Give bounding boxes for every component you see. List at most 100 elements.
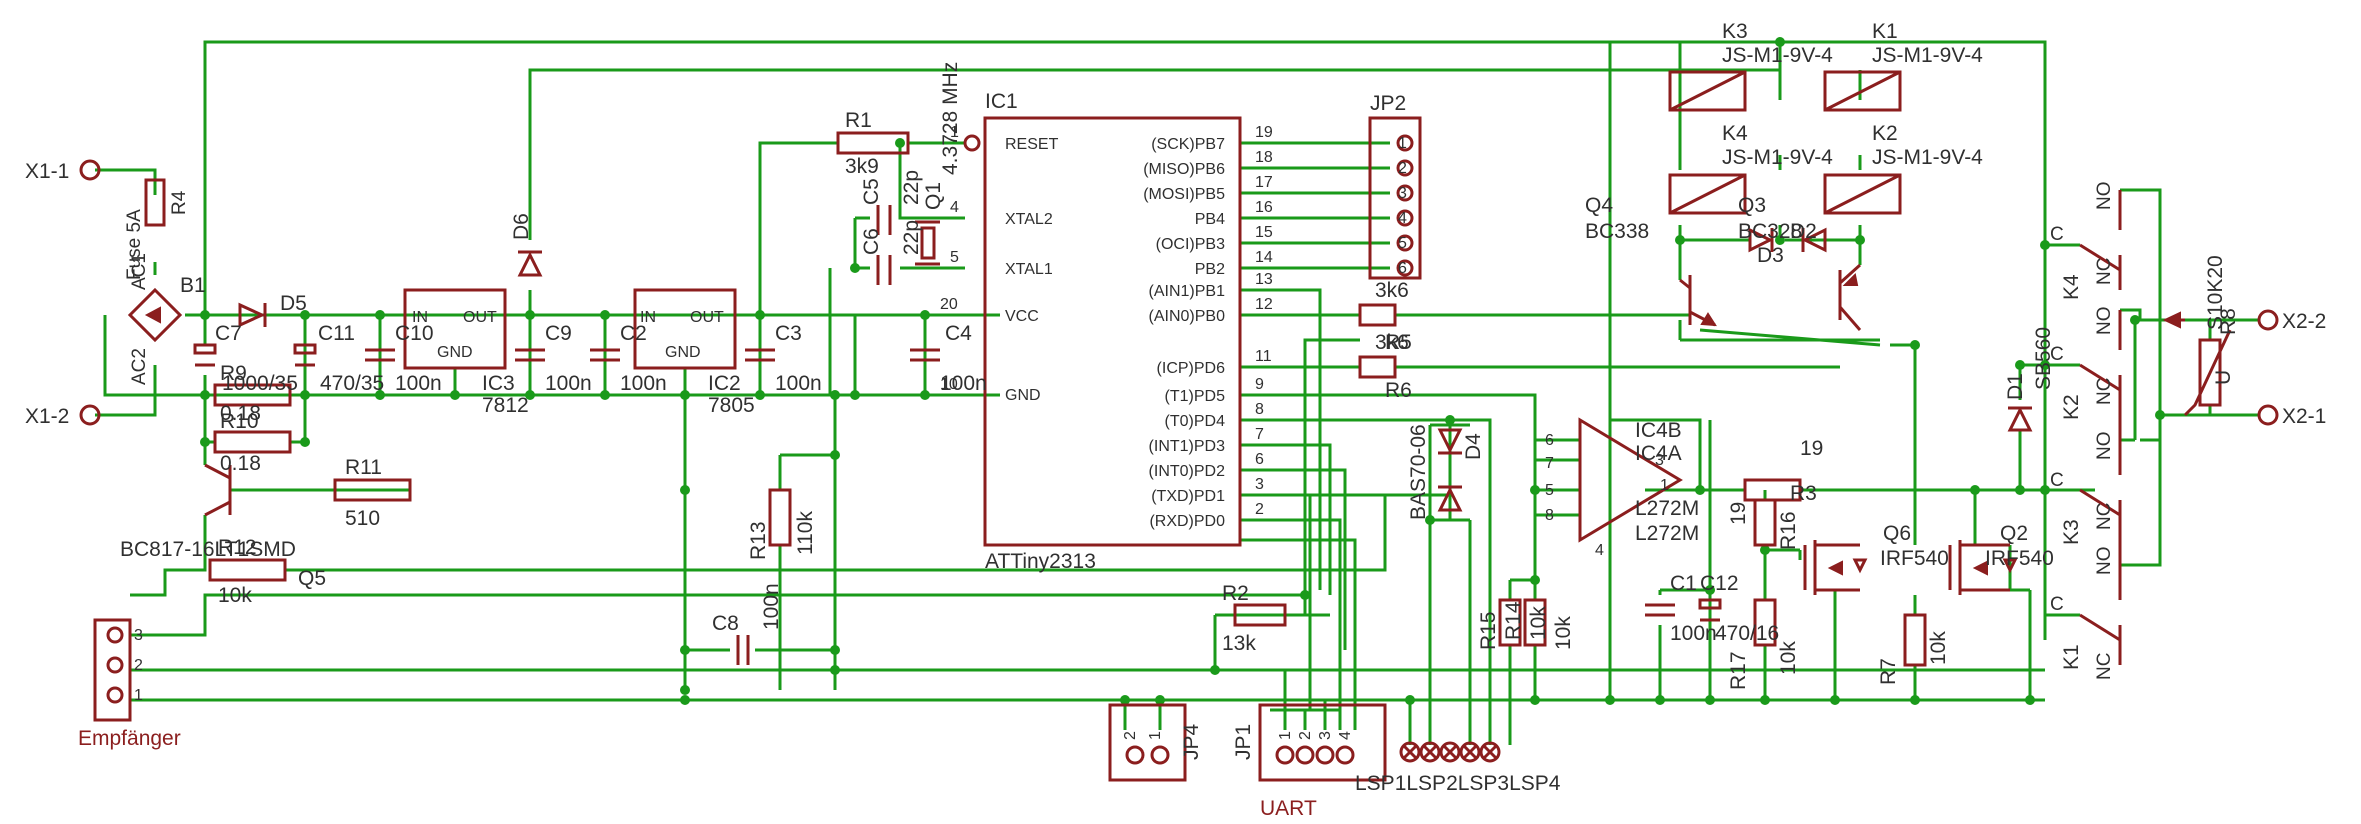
c11-label: C11 bbox=[318, 322, 355, 345]
ic4v2-label: L272M bbox=[1635, 522, 1699, 545]
r6v-label: 3k6 bbox=[1375, 331, 1409, 354]
nc-k4: NC bbox=[2094, 258, 2115, 285]
opamp-pin-3: 3 bbox=[1655, 452, 1664, 469]
d5a-label: D5 bbox=[280, 292, 307, 315]
c1-label: C1 bbox=[1670, 572, 1697, 595]
d4v-label: BAS70-06 bbox=[1407, 424, 1430, 520]
r8v-label: S10K20 bbox=[2204, 255, 2227, 330]
c3-label: C3 bbox=[775, 322, 802, 345]
emp-label: Empfänger bbox=[78, 727, 181, 750]
ic3-regulator bbox=[403, 288, 507, 370]
ic1-pin-name-10: (T0)PD4 bbox=[1165, 413, 1226, 430]
ic1-pin-num-1: 18 bbox=[1255, 149, 1273, 166]
d2-label: D2 bbox=[1790, 220, 1817, 243]
r5-resistor bbox=[1358, 303, 1397, 327]
r15-resistor bbox=[1498, 598, 1522, 647]
ic1-pin-num-2: 17 bbox=[1255, 174, 1273, 191]
emp-connector bbox=[93, 618, 132, 722]
q2-mosfet bbox=[1948, 540, 2018, 595]
ic1-pin-num-9: 9 bbox=[1255, 376, 1264, 393]
opamp-pin-5: 5 bbox=[1545, 482, 1554, 499]
ic4v1-label: L272M bbox=[1635, 497, 1699, 520]
c11-capacitor bbox=[293, 343, 317, 355]
d4-diode bbox=[1437, 428, 1463, 454]
ic1-pin-name-8: (ICP)PD6 bbox=[1157, 360, 1226, 377]
ic1-pin-num-13: 3 bbox=[1255, 476, 1264, 493]
r17v-label: 10k bbox=[1777, 641, 1800, 675]
c8v-label: 100n bbox=[760, 583, 783, 630]
r17-label: R17 bbox=[1727, 651, 1750, 690]
r7-label: R7 bbox=[1877, 658, 1900, 685]
d6-diode bbox=[517, 251, 543, 277]
d1-label: D1 bbox=[2004, 373, 2027, 400]
ic3-label: IC3 bbox=[482, 372, 515, 395]
c7v-label: 1000/35 bbox=[222, 372, 298, 395]
ac1-label: AC1 bbox=[129, 253, 150, 290]
ic1-pin-num-14: 2 bbox=[1255, 501, 1264, 518]
r5-label: R5 bbox=[1385, 331, 1412, 354]
c9v-label: 100n bbox=[545, 372, 592, 395]
c11v-label: 470/35 bbox=[320, 372, 384, 395]
jp1-pin-3: 3 bbox=[1317, 731, 1334, 740]
q4-label: Q4 bbox=[1585, 194, 1613, 217]
ic2-gnd: GND bbox=[665, 344, 701, 361]
jp4-pin-2: 2 bbox=[1122, 731, 1139, 740]
ic2-regulator bbox=[633, 288, 737, 370]
nc-k3: NC bbox=[2094, 503, 2115, 530]
ic1-pin-name-9: (T1)PD5 bbox=[1165, 388, 1226, 405]
r15v-label: 10k bbox=[1527, 606, 1550, 640]
k1-label: K1 bbox=[1872, 20, 1898, 43]
r3v-label: 19 bbox=[1800, 437, 1823, 460]
ic1-pin-num-0: 19 bbox=[1255, 124, 1273, 141]
q4v-label: BC338 bbox=[1585, 220, 1649, 243]
r12v-label: 10k bbox=[218, 584, 252, 607]
ic1-attiny2313 bbox=[983, 116, 1242, 547]
q3-transistor bbox=[1838, 263, 1862, 331]
c7-label: C7 bbox=[215, 322, 242, 345]
ic1-pin-1: 1 bbox=[950, 124, 959, 141]
jp2-pin-2: 2 bbox=[1398, 160, 1407, 177]
r6-label: R6 bbox=[1385, 379, 1412, 402]
ic1-pin-name-0: (SCK)PB7 bbox=[1151, 136, 1225, 153]
ic1-pin-num-3: 16 bbox=[1255, 199, 1273, 216]
ic1-pin-20: 20 bbox=[940, 296, 958, 313]
q3-label: Q3 bbox=[1738, 194, 1766, 217]
r14-label: R14 bbox=[1502, 601, 1525, 640]
d4-label: D4 bbox=[1462, 433, 1485, 460]
x1-2-terminal bbox=[79, 404, 101, 426]
r2v-label: 13k bbox=[1222, 632, 1256, 655]
jp4-label: JP4 bbox=[1180, 723, 1203, 760]
c9-label: C9 bbox=[545, 322, 572, 345]
opamp-pin-6: 6 bbox=[1545, 432, 1554, 449]
ic1-pin-num-7: 12 bbox=[1255, 296, 1273, 313]
r2-label: R2 bbox=[1222, 582, 1249, 605]
no-k2b: NO bbox=[2094, 432, 2115, 461]
q5-label: Q5 bbox=[298, 567, 326, 590]
c4-label: C4 bbox=[945, 322, 972, 345]
ic1-pin-name-3: PB4 bbox=[1195, 211, 1225, 228]
uart-label: UART bbox=[1260, 797, 1317, 820]
c-k3: C bbox=[2050, 470, 2064, 491]
c5v-label: 22p bbox=[900, 170, 923, 205]
q1v-label: 4.3728 MHz bbox=[939, 62, 962, 175]
q6-mosfet bbox=[1803, 540, 1868, 595]
k4-label: K4 bbox=[1722, 122, 1748, 145]
jp2-pin-3: 3 bbox=[1398, 185, 1407, 202]
r13v-label: 110k bbox=[794, 511, 817, 555]
c2-label: C2 bbox=[620, 322, 647, 345]
c2v-label: 100n bbox=[620, 372, 667, 395]
ic4-opamp bbox=[1578, 417, 1683, 543]
ic1v-label: ATTiny2313 bbox=[985, 550, 1096, 573]
c-k1: C bbox=[2050, 594, 2064, 615]
q2-label: Q2 bbox=[2000, 522, 2028, 545]
ic1-gnd: GND bbox=[1005, 387, 1041, 404]
ic2-out: OUT bbox=[690, 309, 724, 326]
r9-label: R9 bbox=[220, 362, 247, 385]
r16-resistor bbox=[1753, 498, 1777, 547]
ic1-pin-name-4: (OCI)PB3 bbox=[1156, 236, 1225, 253]
x2-1-terminal bbox=[2257, 404, 2279, 426]
r9-resistor bbox=[213, 383, 292, 407]
ic1-xtal1: XTAL1 bbox=[1005, 261, 1053, 278]
r16-label: R16 bbox=[1777, 511, 1800, 550]
c12v-label: 470/16 bbox=[1715, 622, 1779, 645]
